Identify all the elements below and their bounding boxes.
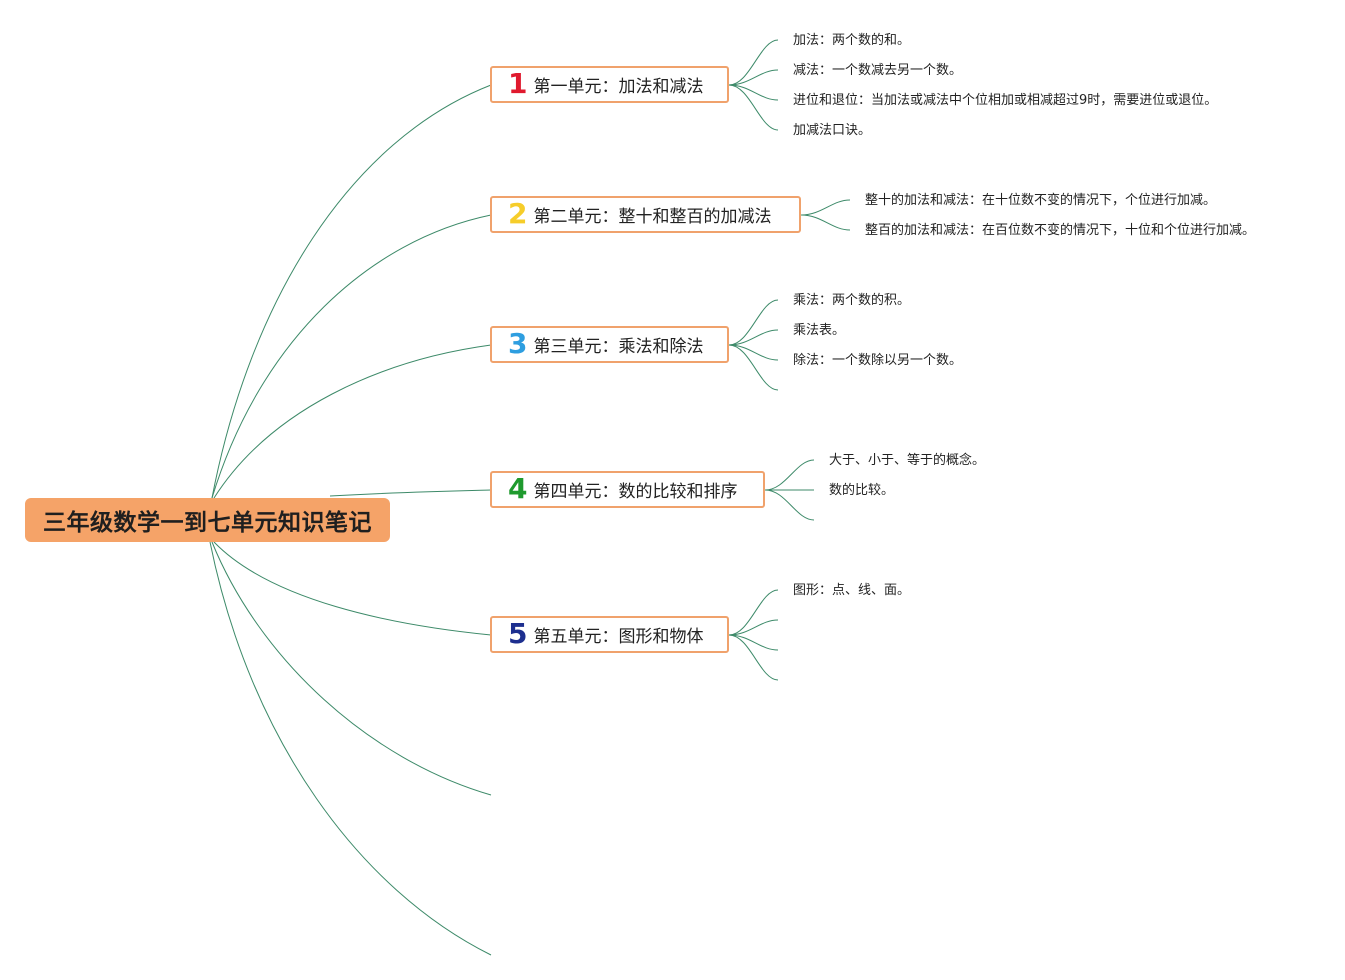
unit-1-item-4[interactable]: 加减法口诀。	[793, 123, 872, 138]
unit-1-item-2[interactable]: 减法：一个数减去另一个数。	[793, 63, 963, 78]
unit-4-item-2[interactable]: 数的比较。	[829, 483, 895, 498]
unit-label-1: 第一单元：加法和减法	[533, 77, 704, 97]
connector-unit-4-item-3	[764, 489, 815, 521]
connector-root-unit-1	[211, 84, 492, 499]
connector-root-unit-5	[213, 541, 492, 636]
unit-3-item-1[interactable]: 乘法：两个数的积。	[793, 293, 911, 308]
connector-unit-5-item-2	[728, 619, 779, 636]
unit-number-icon-5: 5	[508, 616, 528, 650]
connector-root-unit-6	[211, 541, 492, 796]
unit-number-icon-4: 4	[508, 471, 528, 505]
unit-label-2: 第二单元：整十和整百的加减法	[533, 207, 772, 227]
connector-unit-3-item-1	[728, 299, 779, 346]
unit-3-item-3[interactable]: 除法：一个数除以另一个数。	[793, 353, 963, 368]
unit-2-item-1[interactable]: 整十的加法和减法：在十位数不变的情况下，个位进行加减。	[865, 193, 1217, 208]
unit-label-5: 第五单元：图形和物体	[533, 627, 704, 647]
connector-unit-3-item-2	[728, 329, 779, 346]
unit-node-5[interactable]: 5 第五单元：图形和物体	[490, 616, 729, 653]
connector-unit-1-item-2	[728, 69, 779, 86]
connector-root-unit-4	[329, 489, 492, 497]
unit-node-4[interactable]: 4 第四单元：数的比较和排序	[490, 471, 765, 508]
unit-number-icon-2: 2	[508, 196, 528, 230]
connector-unit-5-item-1	[728, 589, 779, 636]
unit-4-item-1[interactable]: 大于、小于、等于的概念。	[829, 453, 986, 468]
connector-unit-1-item-4	[728, 84, 779, 131]
connector-unit-3-item-4	[728, 344, 779, 391]
unit-node-3[interactable]: 3 第三单元：乘法和除法	[490, 326, 729, 363]
unit-1-item-1[interactable]: 加法：两个数的和。	[793, 33, 911, 48]
unit-node-1[interactable]: 1 第一单元：加法和减法	[490, 66, 729, 103]
unit-label-3: 第三单元：乘法和除法	[533, 337, 704, 357]
unit-5-item-1[interactable]: 图形：点、线、面。	[793, 583, 911, 598]
unit-label-4: 第四单元：数的比较和排序	[533, 482, 738, 502]
connector-unit-5-item-4	[728, 634, 779, 681]
connector-unit-2-item-1	[800, 199, 851, 216]
unit-number-icon-3: 3	[508, 326, 528, 360]
unit-2-item-2[interactable]: 整百的加法和减法：在百位数不变的情况下，十位和个位进行加减。	[865, 223, 1256, 238]
connector-root-unit-2	[211, 214, 492, 499]
unit-number-icon-1: 1	[508, 66, 528, 100]
connector-root-unit-7	[209, 541, 492, 956]
connector-unit-1-item-1	[728, 39, 779, 86]
unit-node-2[interactable]: 2 第二单元：整十和整百的加减法	[490, 196, 801, 233]
unit-1-item-3[interactable]: 进位和退位：当加法或减法中个位相加或相减超过9时，需要进位或退位。	[793, 93, 1218, 108]
connector-root-unit-3	[213, 344, 492, 499]
unit-3-item-2[interactable]: 乘法表。	[793, 323, 846, 338]
connector-unit-2-item-2	[800, 214, 851, 231]
connector-unit-4-item-1	[764, 459, 815, 491]
root-topic[interactable]: 三年级数学一到七单元知识笔记	[25, 498, 390, 542]
